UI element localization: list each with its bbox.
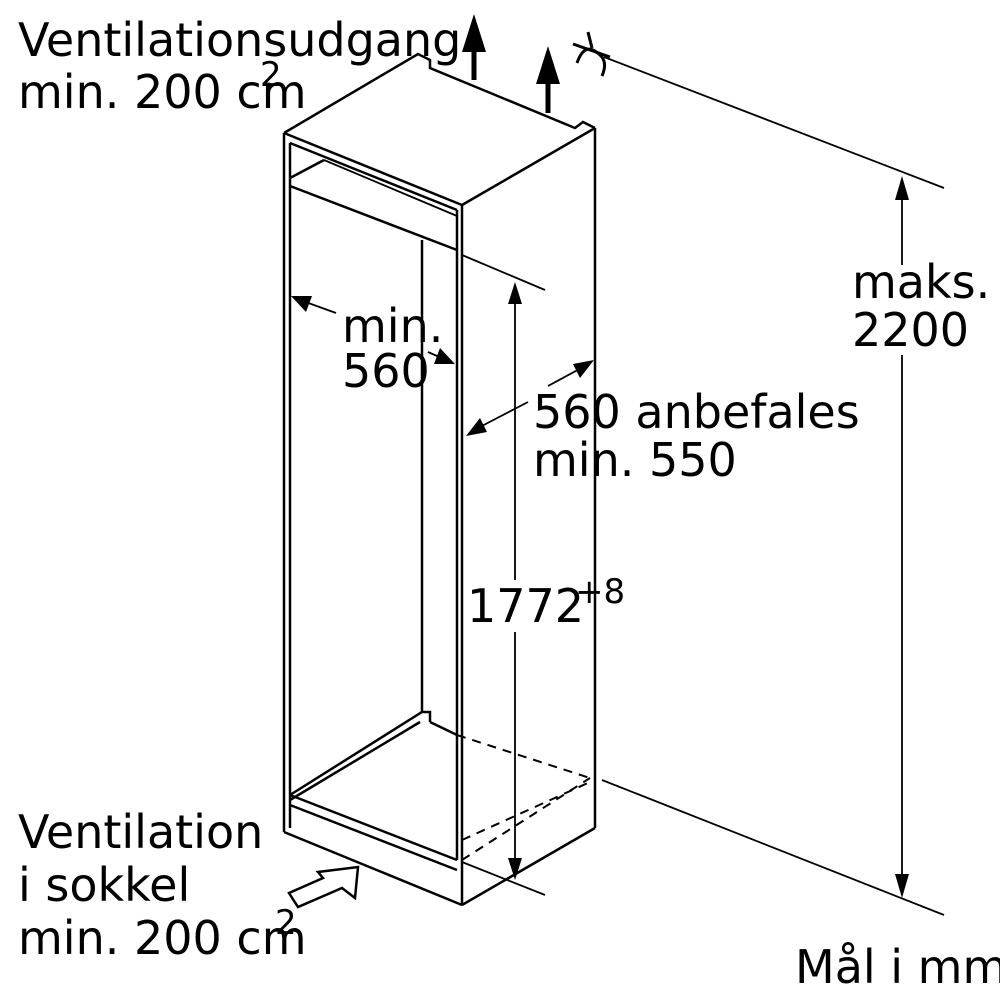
niche-height-tolerance: +8 [575, 572, 625, 612]
dimension-min-width [291, 296, 455, 364]
arrow-up-icon [536, 46, 560, 113]
dimension-max-height [895, 176, 909, 898]
depth-label-line2: min. 550 [533, 433, 737, 487]
arrow-up-icon [462, 14, 486, 80]
dimension-niche-height [508, 282, 522, 880]
max-height-value: 2200 [852, 303, 969, 357]
cabinet-niche [282, 52, 945, 916]
hollow-arrow-icon [287, 865, 360, 909]
dimension-depth [466, 360, 594, 436]
min-width-label-line1: min. [342, 299, 443, 353]
depth-label-line1: 560 anbefales [533, 385, 860, 439]
vent-top-label-line2: min. 200 cm [18, 65, 307, 119]
vent-top-superscript: 2 [260, 55, 282, 95]
max-height-label-line1: maks. [852, 255, 990, 309]
break-symbol-icon [572, 31, 611, 77]
min-width-value: 560 [342, 344, 430, 398]
vent-top-label-line1: Ventilationsudgang [18, 13, 461, 67]
vent-bottom-superscript: 2 [275, 903, 297, 943]
niche-height-value: 1772 [467, 579, 584, 633]
vent-bottom-label-line3: min. 200 cm [18, 911, 307, 965]
vent-bottom-label-line2: i sokkel [18, 858, 190, 912]
vent-bottom-label-line1: Ventilation [18, 805, 263, 859]
units-note: Mål i mm [795, 940, 1000, 994]
